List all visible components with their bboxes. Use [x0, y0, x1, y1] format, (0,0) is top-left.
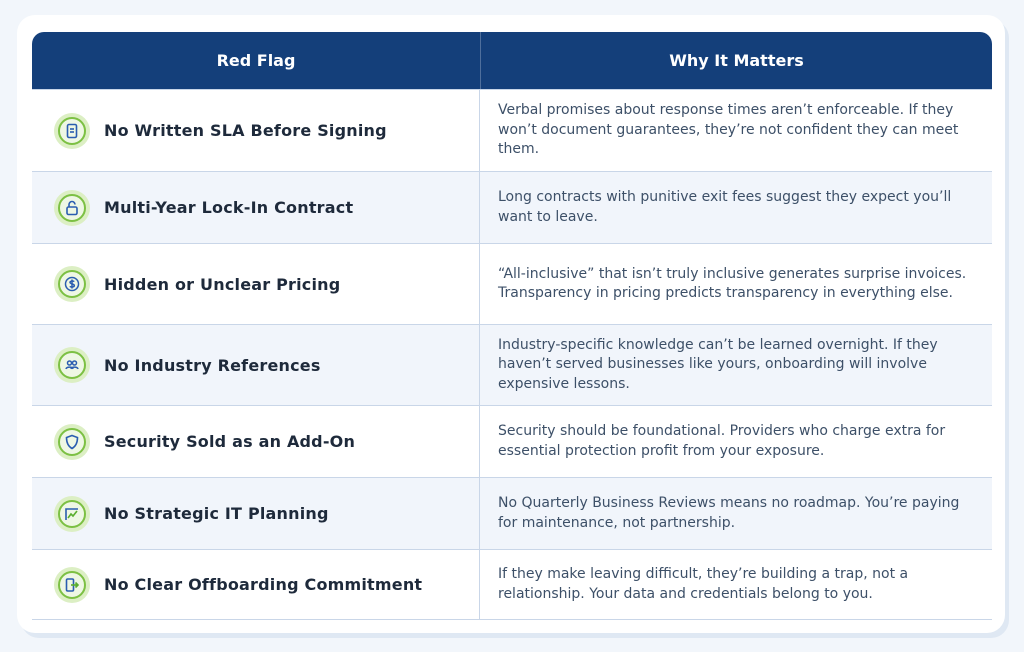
- table-row: No Written SLA Before Signing Verbal pro…: [32, 89, 992, 171]
- red-flag-title: No Written SLA Before Signing: [104, 121, 387, 140]
- why-it-matters-text: “All-inclusive” that isn’t truly inclusi…: [498, 265, 967, 302]
- why-it-matters-cell: If they make leaving difficult, they’re …: [480, 550, 992, 619]
- trend-chart-icon: [54, 495, 90, 532]
- red-flag-cell: No Written SLA Before Signing: [32, 90, 480, 171]
- unlock-icon: [54, 189, 90, 226]
- why-it-matters-cell: No Quarterly Business Reviews means no r…: [480, 478, 992, 549]
- red-flag-title: No Clear Offboarding Commitment: [104, 575, 423, 594]
- table-row: Hidden or Unclear Pricing “All-inclusive…: [32, 243, 992, 324]
- shield-icon: [54, 423, 90, 460]
- column-header-why-it-matters: Why It Matters: [669, 51, 804, 70]
- red-flag-cell: No Strategic IT Planning: [32, 478, 480, 549]
- red-flag-cell: Hidden or Unclear Pricing: [32, 244, 480, 324]
- why-it-matters-cell: Long contracts with punitive exit fees s…: [480, 172, 992, 243]
- table-row: No Strategic IT Planning No Quarterly Bu…: [32, 477, 992, 549]
- red-flag-title: Hidden or Unclear Pricing: [104, 274, 341, 294]
- why-it-matters-text: Industry-specific knowledge can’t be lea…: [498, 336, 938, 392]
- red-flag-title: Multi-Year Lock-In Contract: [104, 198, 354, 217]
- people-icon: [54, 347, 90, 383]
- why-it-matters-text: No Quarterly Business Reviews means no r…: [498, 495, 960, 531]
- table-row: Multi-Year Lock-In Contract Long contrac…: [32, 171, 992, 243]
- red-flag-title: Security Sold as an Add-On: [104, 432, 356, 451]
- column-header-red-flag: Red Flag: [32, 32, 481, 89]
- table-row: No Industry References Industry-specific…: [32, 324, 992, 405]
- red-flag-title: No Strategic IT Planning: [104, 504, 329, 523]
- why-it-matters-text: If they make leaving difficult, they’re …: [498, 566, 909, 602]
- table-row: Security Sold as an Add-On Security shou…: [32, 405, 992, 477]
- red-flag-cell: Security Sold as an Add-On: [32, 406, 480, 477]
- table-row: No Clear Offboarding Commitment If they …: [32, 549, 992, 620]
- dollar-icon: [54, 266, 90, 302]
- why-it-matters-text: Verbal promises about response times are…: [498, 102, 959, 158]
- document-icon: [54, 112, 90, 149]
- why-it-matters-cell: Security should be foundational. Provide…: [480, 406, 992, 477]
- red-flag-cell: No Clear Offboarding Commitment: [32, 550, 480, 619]
- why-it-matters-cell: Industry-specific knowledge can’t be lea…: [480, 325, 992, 405]
- why-it-matters-text: Security should be foundational. Provide…: [498, 423, 946, 459]
- table-header: Red Flag Why It Matters: [32, 32, 992, 89]
- red-flags-card: Red Flag Why It Matters No Written SLA B…: [17, 15, 1005, 633]
- red-flag-cell: Multi-Year Lock-In Contract: [32, 172, 480, 243]
- exit-door-icon: [54, 566, 90, 603]
- red-flag-cell: No Industry References: [32, 325, 480, 405]
- red-flag-title: No Industry References: [104, 355, 321, 375]
- red-flags-table: Red Flag Why It Matters No Written SLA B…: [32, 32, 992, 620]
- why-it-matters-cell: “All-inclusive” that isn’t truly inclusi…: [480, 244, 992, 324]
- why-it-matters-cell: Verbal promises about response times are…: [480, 90, 992, 171]
- why-it-matters-text: Long contracts with punitive exit fees s…: [498, 189, 952, 225]
